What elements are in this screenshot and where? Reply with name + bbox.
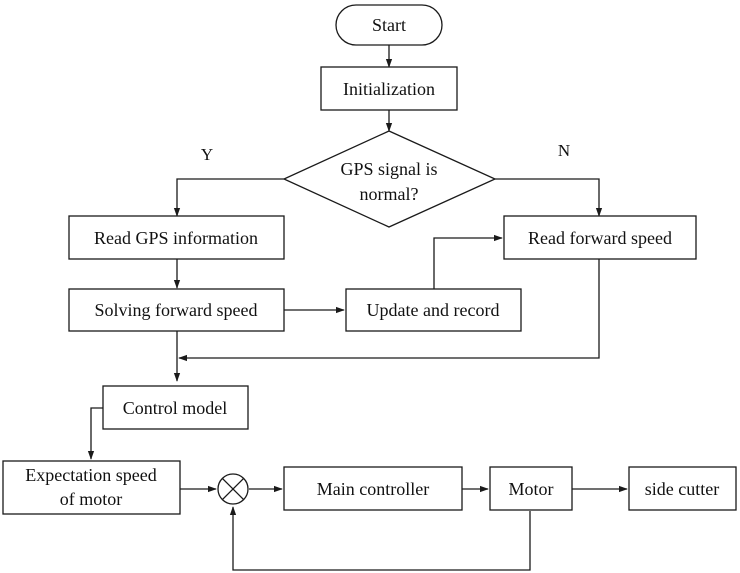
- start-terminal: Start: [335, 4, 443, 46]
- edges: [87, 45, 628, 571]
- start-label: Start: [372, 15, 406, 35]
- edge-readspeed-merge: [178, 259, 600, 362]
- read-gps-box: Read GPS information: [68, 215, 285, 260]
- edge-decision-yes: [173, 178, 284, 217]
- expectation-speed-label-line2: of motor: [60, 489, 123, 509]
- main-controller-box: Main controller: [283, 466, 463, 511]
- edge-control-expectation: [87, 407, 103, 460]
- update-record-label: Update and record: [367, 300, 500, 320]
- expectation-speed-label-line1: Expectation speed: [25, 465, 156, 485]
- summing-junction: [217, 473, 249, 505]
- control-model-label: Control model: [123, 398, 228, 418]
- read-forward-speed-box: Read forward speed: [503, 215, 697, 260]
- gps-decision-label-line2: normal?: [360, 184, 419, 204]
- read-gps-label: Read GPS information: [94, 228, 258, 248]
- side-cutter-box: side cutter: [628, 466, 737, 511]
- gps-decision-label-line1: GPS signal is: [340, 159, 437, 179]
- solving-forward-speed-box: Solving forward speed: [68, 288, 285, 332]
- edge-feedback-loop: [229, 506, 531, 571]
- initialization-label: Initialization: [343, 79, 435, 99]
- motor-box: Motor: [489, 466, 573, 511]
- motor-label: Motor: [509, 479, 554, 499]
- branch-label-yes: Y: [201, 145, 213, 164]
- main-controller-label: Main controller: [317, 479, 429, 499]
- edge-decision-no: [495, 178, 603, 217]
- edge-update-readspeed: [433, 234, 503, 289]
- gps-decision-diamond: GPS signal is normal?: [282, 130, 497, 228]
- solving-forward-speed-label: Solving forward speed: [95, 300, 258, 320]
- update-record-box: Update and record: [345, 288, 522, 332]
- read-forward-speed-label: Read forward speed: [528, 228, 672, 248]
- expectation-speed-box: Expectation speed of motor: [2, 460, 181, 515]
- initialization-box: Initialization: [320, 66, 458, 111]
- side-cutter-label: side cutter: [645, 479, 719, 499]
- control-model-box: Control model: [102, 385, 249, 430]
- branch-label-no: N: [558, 141, 570, 160]
